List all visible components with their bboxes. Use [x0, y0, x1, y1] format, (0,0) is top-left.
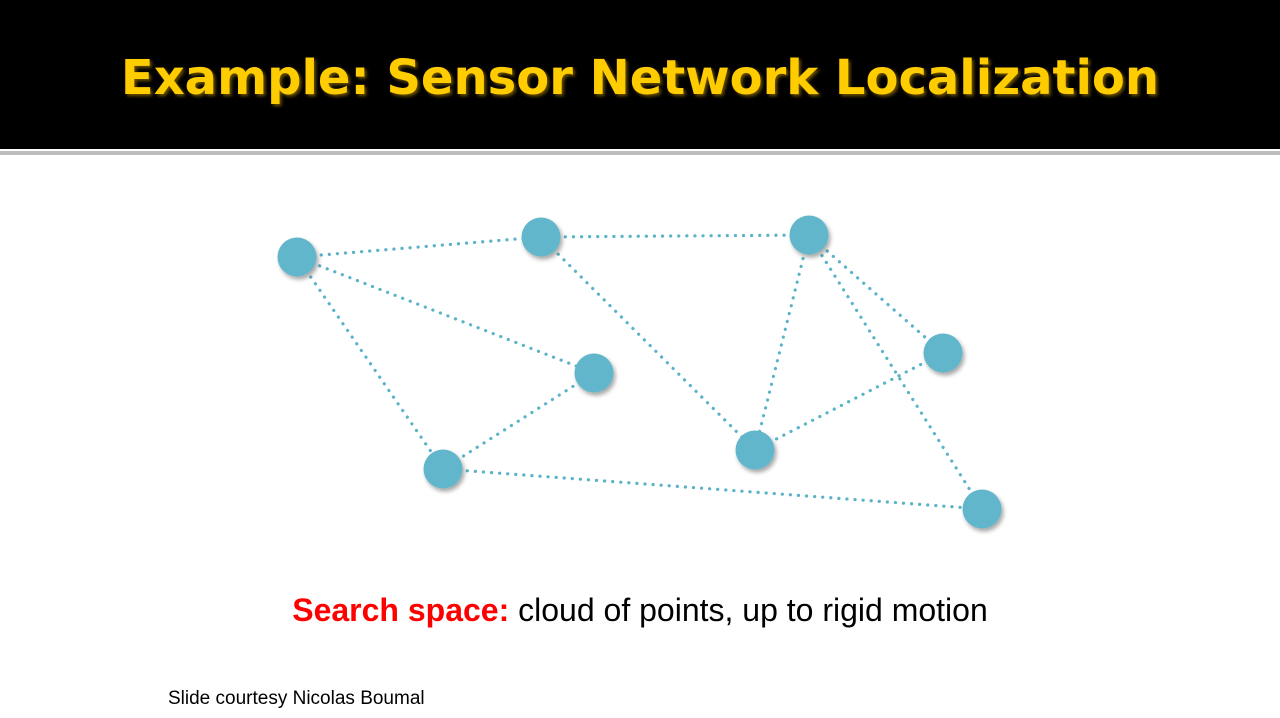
edge-F-E [753, 351, 945, 452]
sensor-node-G [423, 449, 463, 489]
edge-B-F [539, 235, 757, 452]
sensor-node-D [574, 353, 614, 393]
edge-G-D [441, 371, 596, 471]
edge-B-C [539, 233, 811, 239]
caption-text: cloud of points, up to rigid motion [509, 592, 988, 628]
edge-C-E [807, 233, 945, 355]
edge-G-H [441, 467, 984, 511]
edge-C-F [753, 233, 811, 452]
sensor-node-B [521, 217, 561, 257]
slide-title: Example: Sensor Network Localization [120, 50, 1160, 106]
title-bar: Example: Sensor Network Localization [0, 0, 1280, 149]
sensor-node-F [735, 430, 775, 470]
edge-A-D [295, 255, 596, 375]
caption-highlight: Search space: [292, 592, 510, 628]
divider [0, 151, 1280, 155]
sensor-node-E [923, 333, 963, 373]
edge-C-H [807, 233, 984, 511]
edge-A-G [295, 255, 445, 471]
caption: Search space: cloud of points, up to rig… [0, 592, 1280, 629]
credit-text: Slide courtesy Nicolas Boumal [168, 688, 425, 709]
edge-A-B [295, 235, 543, 259]
sensor-node-A [277, 237, 317, 277]
sensor-node-H [962, 489, 1002, 529]
sensor-node-C [789, 215, 829, 255]
